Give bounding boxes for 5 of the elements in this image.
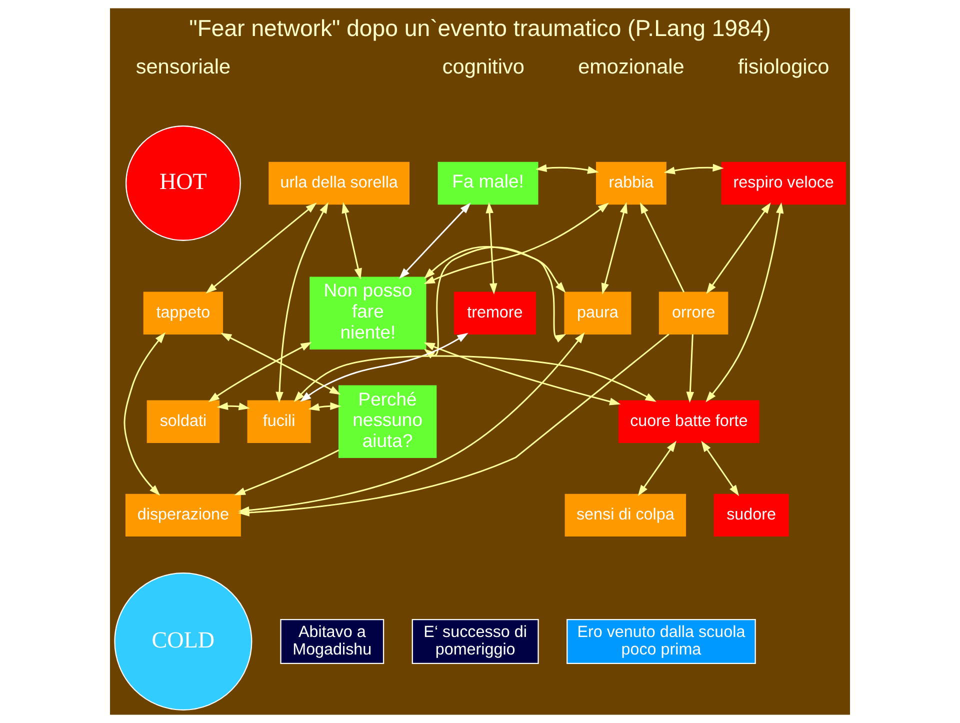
label: emozionale <box>578 55 684 78</box>
label: sensoriale <box>136 55 231 78</box>
label: fisiologico <box>738 55 830 78</box>
diagram-title: "Fear network" dopo un`evento traumatico (P.Lang 1984) <box>189 15 771 42</box>
label: cognitivo <box>442 55 524 78</box>
